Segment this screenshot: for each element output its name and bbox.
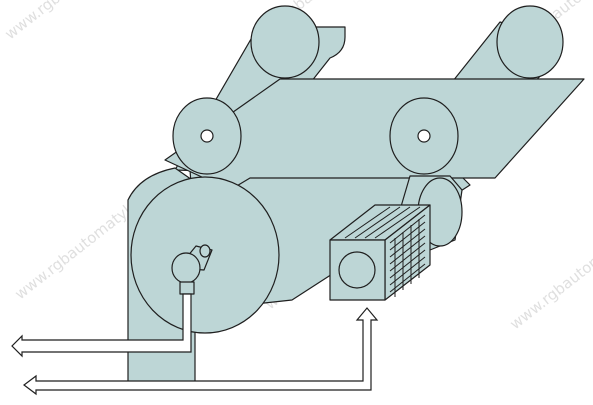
encoder-feedback-arrow <box>11 293 192 358</box>
encoder <box>171 244 213 295</box>
motor-command-arrow <box>23 307 379 396</box>
motor-cooling-fins <box>389 214 426 297</box>
motor-shaft-end <box>338 251 376 289</box>
encoder-cable-gland <box>179 281 195 295</box>
watermark-text: www.rgbautomatyka.pl <box>1 0 149 43</box>
signal-arrows <box>11 293 379 396</box>
watermark-text: www.rgbautomatyka.pl <box>506 212 593 333</box>
upper-roller-left-end <box>172 97 242 175</box>
upper-roller-right-end <box>389 97 459 175</box>
servo-motor <box>329 175 463 301</box>
